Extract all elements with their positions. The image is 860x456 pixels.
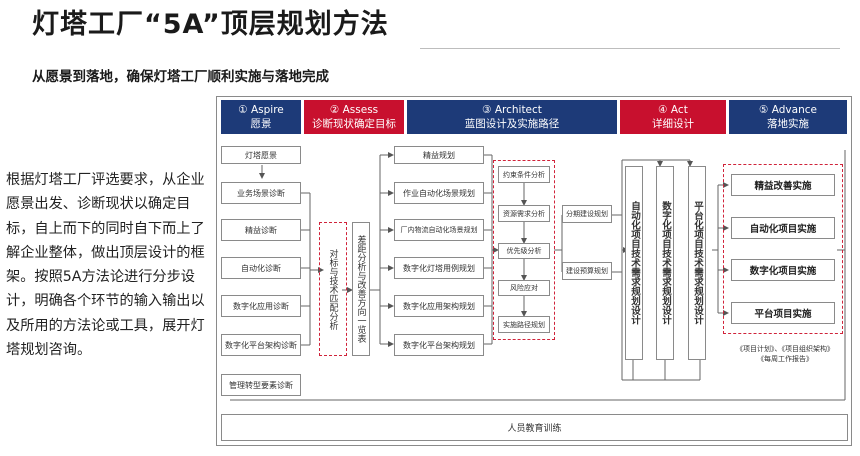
impl-box-platform: 平台项目实施 <box>731 302 835 324</box>
diag-box-automation: 自动化诊断 <box>221 257 301 279</box>
stage-aspire: ① Aspire 愿景 <box>221 100 301 134</box>
stage-act-en: ④ Act <box>658 104 688 116</box>
stage-advance-cn: 落地实施 <box>767 118 809 130</box>
step-box-resources: 资源需求分析 <box>498 205 550 222</box>
step-box-risk: 风险应对 <box>498 280 550 296</box>
diag-box-business: 业务场景诊断 <box>221 182 301 204</box>
impl-box-digital: 数字化项目实施 <box>731 259 835 281</box>
step-box-constraints: 约束条件分析 <box>498 166 550 183</box>
stage-aspire-en: ① Aspire <box>238 104 284 116</box>
stage-act-cn: 详细设计 <box>652 118 694 130</box>
plan-box-digital-app: 数字化应用架构规划 <box>394 295 484 317</box>
stage-assess-en: ② Assess <box>329 104 379 116</box>
stage-architect: ③ Architect 蓝图设计及实施路径 <box>407 100 617 134</box>
stage-act: ④ Act 详细设计 <box>620 100 726 134</box>
page-subtitle: 从愿景到落地，确保灯塔工厂顺利实施与落地完成 <box>32 69 329 85</box>
plan-box-logistics: 厂内物流自动化场景规划 <box>394 219 484 241</box>
outputs-note: 《项目计划》、《项目组织架构》 《每周工作报告》 <box>736 345 834 363</box>
diag-box-vision: 灯塔愿景 <box>221 146 301 164</box>
step-box-roadmap: 实施路径规划 <box>498 316 550 333</box>
steps-dashed-frame <box>493 160 555 340</box>
implementations-dashed-frame <box>723 164 843 334</box>
tech-spec-platform: 平台化项目技术需求规划设计 <box>688 166 706 360</box>
match-analysis-box: 对标与技术匹配分析 <box>324 227 342 351</box>
stage-architect-cn: 蓝图设计及实施路径 <box>464 118 560 130</box>
diag-box-platform: 数字化平台架构诊断 <box>221 334 301 356</box>
diag-box-digital-app: 数字化应用诊断 <box>221 295 301 317</box>
impl-box-lean: 精益改善实施 <box>731 174 835 196</box>
stage-advance: ⑤ Advance 落地实施 <box>729 100 847 134</box>
gap-analysis-box: 差距分析与改善方向一览表 <box>352 222 370 356</box>
tech-spec-digital: 数字化项目技术需求规划设计 <box>656 166 674 360</box>
plan-box-lean: 精益规划 <box>394 146 484 164</box>
stage-assess-cn: 诊断现状确定目标 <box>312 118 396 130</box>
page-title: 灯塔工厂“5A”顶层规划方法 <box>32 9 389 40</box>
plan-box-platform: 数字化平台架构规划 <box>394 334 484 356</box>
stage-advance-en: ⑤ Advance <box>759 104 817 116</box>
description-text: 根据灯塔工厂评选要求，从企业愿景出发、诊断现状以确定目标，自上而下的同时自下而上… <box>6 172 205 359</box>
stage-aspire-cn: 愿景 <box>250 118 272 130</box>
phase-plan-box: 分期建设规划 <box>562 205 612 223</box>
diagram-frame <box>216 96 852 446</box>
plan-box-ops-automation: 作业自动化场景规划 <box>394 182 484 204</box>
stage-assess: ② Assess 诊断现状确定目标 <box>304 100 404 134</box>
diag-box-lean: 精益诊断 <box>221 219 301 241</box>
impl-box-automation: 自动化项目实施 <box>731 217 835 239</box>
diag-box-management: 管理转型要素诊断 <box>221 374 301 396</box>
title-rule <box>420 48 840 49</box>
training-bar: 人员教育训练 <box>221 414 848 441</box>
budget-plan-box: 建设预算规划 <box>562 262 612 280</box>
stage-architect-en: ③ Architect <box>482 104 542 116</box>
step-box-priority: 优先级分析 <box>498 243 550 259</box>
tech-spec-automation: 自动化项目技术需求规划设计 <box>625 166 643 360</box>
plan-box-digital-usecase: 数字化灯塔用例规划 <box>394 257 484 279</box>
match-analysis-dashed-frame <box>319 222 347 356</box>
